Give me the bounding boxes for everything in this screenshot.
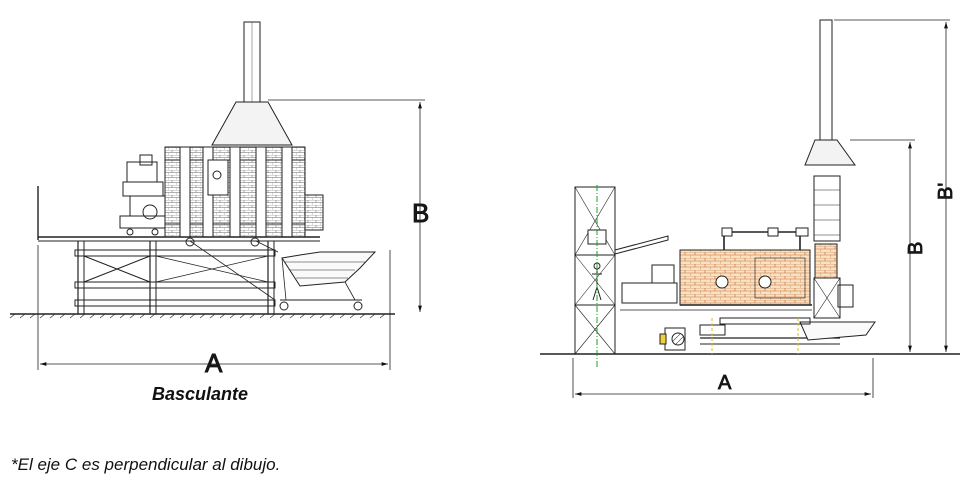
left-dimension-a-label: A [205, 348, 223, 378]
right-furnace-view [540, 19, 960, 398]
right-dimension-b-label: B [905, 242, 927, 255]
left-dimension-b-label: B [412, 198, 429, 228]
left-view-caption: Basculante [152, 384, 249, 404]
right-dimension-b-prime-label: B' [935, 183, 957, 200]
right-dimension-a-label: A [718, 372, 732, 394]
left-furnace-view [9, 21, 425, 370]
footnote: *El eje C es perpendicular al dibujo. [11, 455, 281, 474]
